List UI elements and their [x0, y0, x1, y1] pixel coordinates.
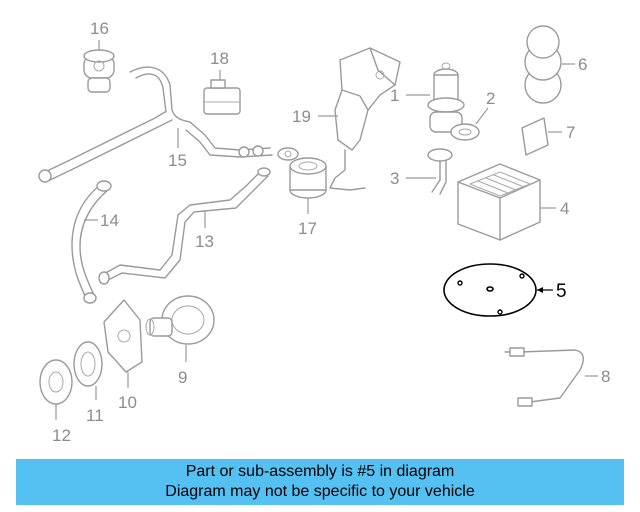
part-2-gasket: [450, 107, 489, 141]
callout-5: 5: [556, 281, 567, 302]
part-8-sensor: [504, 347, 598, 407]
part-15-hose: [38, 66, 299, 183]
callout-18: 18: [210, 49, 229, 68]
callout-13: 13: [195, 232, 214, 251]
part-10-bracket: [103, 299, 143, 388]
callout-9: 9: [178, 368, 187, 387]
part-14-hose: [71, 180, 112, 304]
callout-1: 1: [390, 86, 399, 105]
part-5-seal: [443, 263, 553, 317]
banner-line-1: Part or sub-assembly is #5 in diagram: [185, 463, 455, 480]
callout-16: 16: [90, 19, 109, 38]
callout-11: 11: [86, 406, 104, 425]
part-19-bracket: [318, 47, 401, 191]
callout-6: 6: [578, 55, 587, 74]
part-16-valve: [83, 40, 115, 93]
part-11-gasket: [73, 341, 103, 400]
part-13-hose: [98, 167, 271, 285]
part-7-bracket: [521, 117, 562, 156]
part-1-valve: [406, 62, 465, 133]
callout-2: 2: [486, 89, 495, 108]
callout-14: 14: [100, 211, 119, 230]
callout-12: 12: [52, 426, 71, 445]
part-17-valve: [289, 157, 327, 214]
callout-15: 15: [168, 151, 187, 170]
part-18-module: [203, 70, 241, 115]
part-4-housing: [457, 163, 556, 241]
callout-19: 19: [292, 107, 311, 126]
part-6-canister: [524, 25, 575, 104]
banner-line-2: Diagram may not be specific to your vehi…: [165, 483, 475, 500]
info-banner: Part or sub-assembly is #5 in diagram Di…: [16, 459, 624, 505]
callout-4: 4: [560, 199, 569, 218]
part-12-flange: [39, 359, 73, 420]
part-3-pipe: [406, 148, 453, 195]
parts-diagram: 16 15 18 14 13: [38, 19, 610, 445]
callout-3: 3: [390, 169, 399, 188]
part-9-pump: [145, 295, 215, 362]
callout-7: 7: [566, 123, 575, 142]
callout-17: 17: [298, 219, 317, 238]
callout-10: 10: [118, 393, 137, 412]
callout-8: 8: [601, 367, 610, 386]
